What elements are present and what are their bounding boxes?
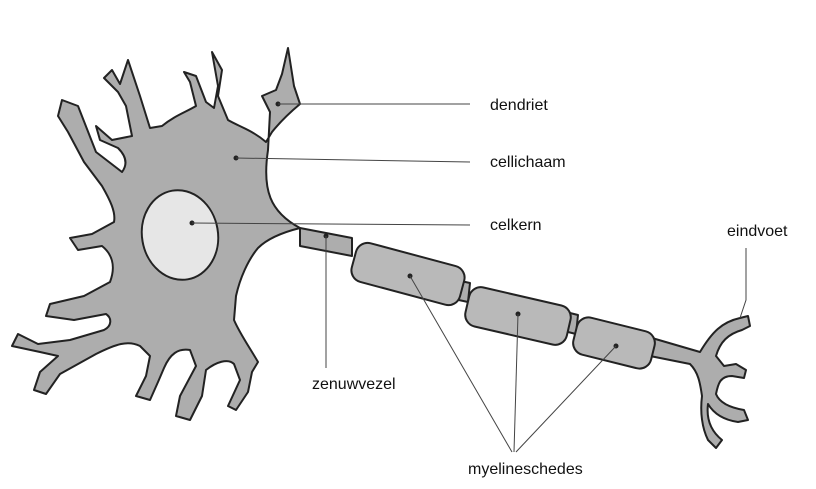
label-axon: zenuwvezel	[312, 376, 396, 393]
myelin-leader-line-3	[516, 346, 616, 452]
label-terminal: eindvoet	[727, 223, 788, 240]
terminal-leader-line	[740, 248, 746, 318]
label-dendrite: dendriet	[490, 97, 548, 114]
label-myelin: myelineschedes	[468, 461, 583, 478]
label-cell-body: cellichaam	[490, 154, 566, 171]
myelin-sheath-3	[571, 315, 658, 371]
axon-terminal	[650, 316, 750, 448]
cell-body-leader-line	[236, 158, 470, 162]
myelin-sheath-1	[349, 240, 468, 308]
label-nucleus: celkern	[490, 217, 542, 234]
